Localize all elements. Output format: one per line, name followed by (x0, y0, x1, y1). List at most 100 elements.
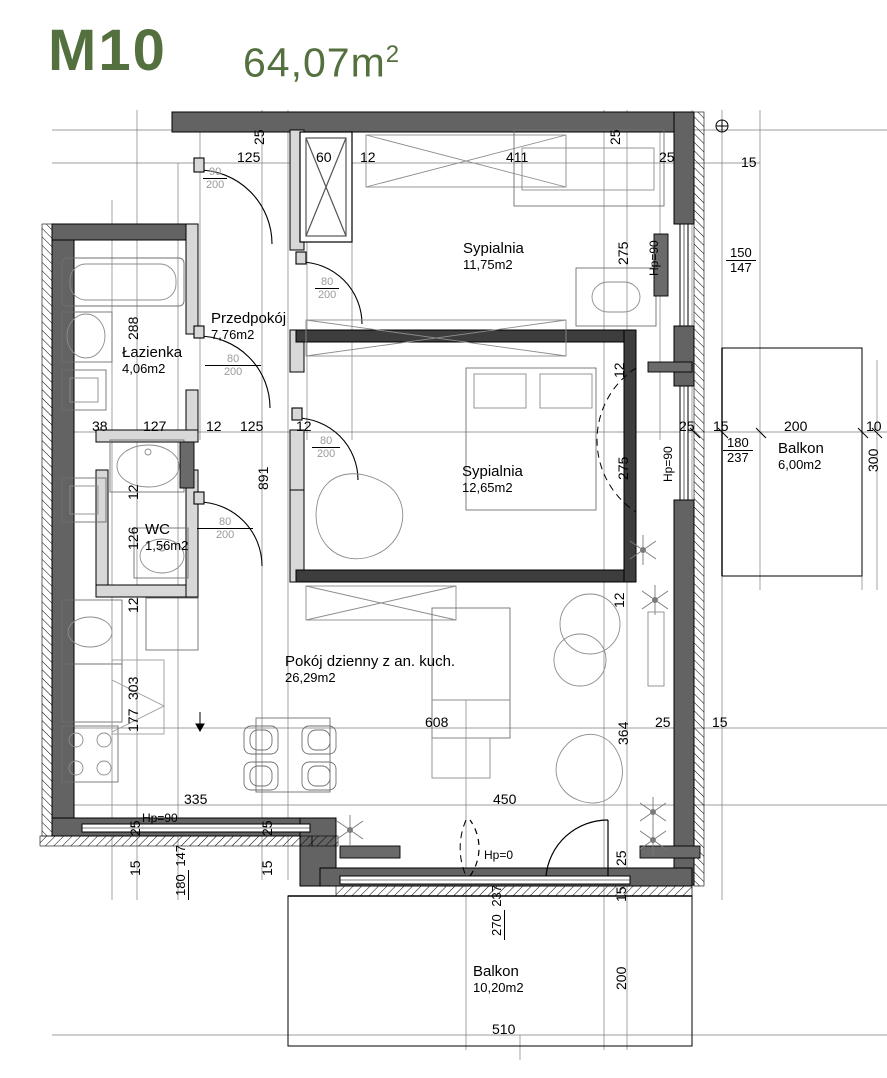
dimension-h: 15 (741, 154, 757, 170)
window-width: 150 (726, 246, 756, 261)
apartment-area-value: 64,07m (243, 39, 386, 86)
room-area: 12,65m2 (462, 480, 513, 495)
dimension-h: 411 (506, 149, 529, 165)
room-area: 26,29m2 (285, 670, 336, 685)
door-width: 80 (197, 516, 254, 529)
dimension-ticks (689, 427, 883, 439)
dimension-h: 12 (360, 149, 376, 165)
room-label-sypialnia-2: Sypialnia 12,65m2 (462, 463, 523, 495)
plan-header: M10 64,07m2 (0, 0, 887, 100)
dimension-h: 450 (493, 791, 517, 807)
balcony-bottom (287, 895, 693, 1047)
dimension-v: 300 (865, 448, 881, 472)
dimension-v: 12 (125, 484, 141, 500)
room-area: 10,20m2 (473, 980, 524, 995)
dimension-v: 12 (611, 592, 627, 608)
dimension-h: 10 (866, 418, 882, 434)
furniture-bedroom-1 (305, 129, 665, 357)
window-width: 180 (173, 870, 189, 900)
door-dim-marker: 80 200 (315, 276, 340, 301)
door-width: 80 (205, 353, 262, 366)
entry-door (299, 131, 353, 243)
door-height: 200 (205, 179, 225, 191)
window-marker-bottom-left: 180 147 (173, 844, 189, 900)
dimension-h: 200 (784, 418, 808, 434)
dimension-h: 335 (184, 791, 208, 807)
room-label-balkon-bottom: Balkon 10,20m2 (473, 963, 524, 995)
level-markers (195, 119, 729, 733)
dimension-v: 200 (613, 966, 629, 990)
window-marker-right-top: 150 147 (726, 246, 756, 275)
window-width: 270 (489, 910, 505, 940)
room-label-sypialnia-1: Sypialnia 11,75m2 (463, 240, 524, 272)
dimension-v: 25 (613, 850, 629, 866)
room-area: 11,75m2 (463, 257, 513, 272)
dimension-v: 288 (125, 316, 141, 340)
furniture-living-room (243, 593, 623, 804)
fixtures-wc (133, 527, 189, 579)
room-name: Łazienka (122, 344, 183, 361)
height-marker-hp: Hp=90 (142, 811, 178, 825)
room-area: 7,76m2 (211, 327, 255, 342)
room-label-balkon-right: Balkon 6,00m2 (778, 440, 824, 472)
window-marker-right-bottom: 180 237 (723, 436, 753, 465)
windows (81, 223, 689, 885)
door-height: 200 (223, 366, 243, 378)
dimension-v: 303 (125, 676, 141, 700)
dimension-v: 25 (127, 820, 143, 836)
door-dim-marker: 90 200 (203, 166, 228, 191)
window-sill: 237 (727, 450, 749, 465)
window-sill: 147 (173, 844, 188, 867)
area-superscript: 2 (385, 41, 401, 68)
dimension-v: 364 (615, 721, 631, 745)
door-width: 80 (315, 276, 340, 289)
dimension-v: 275 (615, 241, 631, 265)
door-width: 80 (312, 435, 341, 448)
dimension-v: 25 (607, 129, 623, 145)
furniture-kitchen (61, 597, 199, 783)
dimension-h: 25 (655, 714, 671, 730)
door-width: 90 (203, 166, 228, 179)
dimension-h: 127 (143, 418, 167, 434)
dimension-h: 38 (92, 418, 108, 434)
dimension-h: 25 (659, 149, 675, 165)
door-dim-marker: 80 200 (197, 516, 254, 541)
balcony-door-leaf (469, 819, 609, 877)
apartment-code: M10 (48, 18, 167, 83)
dimension-h: 510 (492, 1021, 516, 1037)
room-label-wc: WC 1,56m2 (145, 521, 188, 553)
height-marker-hp: Hp=90 (647, 240, 661, 276)
dimension-h: 15 (713, 418, 729, 434)
dimension-h: 608 (425, 714, 449, 730)
fixtures-radiators (179, 233, 701, 859)
dimension-v: 25 (251, 129, 267, 145)
room-name: Balkon (778, 440, 824, 457)
room-name: Pokój dzienny z an. kuch. (285, 653, 456, 670)
room-name: Przedpokój (211, 310, 287, 327)
height-marker-hp: Hp=90 (661, 446, 675, 482)
dimension-v: 891 (255, 466, 271, 490)
dimension-h: 12 (296, 418, 312, 434)
room-area: 6,00m2 (778, 457, 822, 472)
furniture-bedroom-2 (305, 367, 597, 621)
balcony-right (721, 347, 863, 577)
apartment-total-area: 64,07m2 (243, 34, 400, 84)
door-height: 200 (215, 529, 235, 541)
dimension-v: 126 (125, 526, 141, 550)
room-name: WC (145, 521, 170, 538)
fixtures-bathroom (61, 257, 185, 523)
dimension-h: 15 (712, 714, 728, 730)
dimension-h: 125 (237, 149, 261, 165)
room-name: Sypialnia (462, 463, 523, 480)
window-width: 180 (723, 436, 753, 451)
dimension-v: 25 (259, 820, 275, 836)
dimension-v: 15 (613, 886, 629, 902)
balcony-door-swings (459, 367, 637, 877)
door-height: 200 (317, 289, 337, 301)
room-label-lazienka: Łazienka 4,06m2 (122, 344, 182, 376)
room-label-pokoj-dzienny: Pokój dzienny z an. kuch. 26,29m2 (285, 653, 455, 685)
room-area: 1,56m2 (145, 538, 189, 553)
dimension-v: 275 (615, 456, 631, 480)
